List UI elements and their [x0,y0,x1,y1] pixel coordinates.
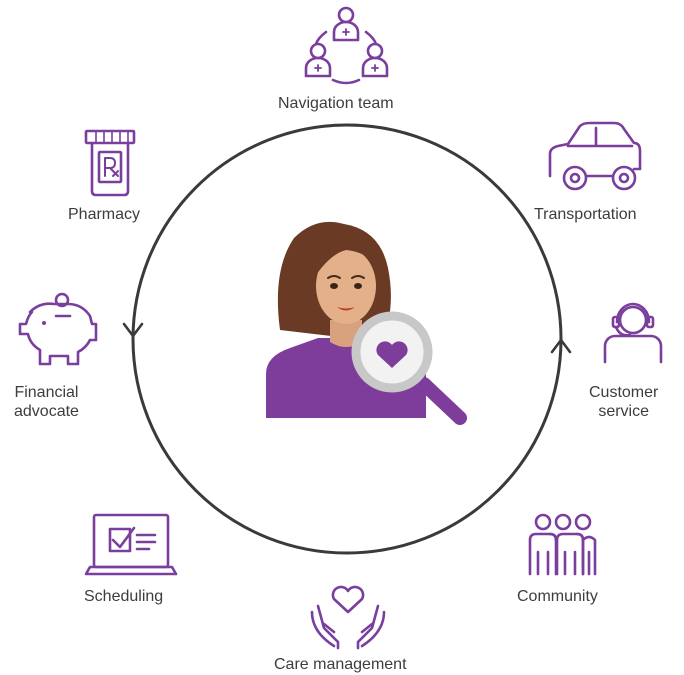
headset-agent-icon [603,302,663,364]
laptop-checklist-icon [84,513,178,576]
team-icon [304,6,389,85]
patient-with-magnifier-icon [266,221,467,425]
label-transportation: Transportation [534,206,637,223]
label-financial-advocate-line2: advocate [14,403,79,420]
label-scheduling: Scheduling [84,588,164,605]
label-pharmacy: Pharmacy [68,206,141,223]
car-icon [548,121,642,191]
hands-heart-icon [310,585,386,650]
label-customer-service-line2: service [598,403,650,420]
label-financial-advocate-line1: Financial [14,384,79,401]
piggy-bank-icon [18,292,98,366]
rx-bottle-icon [84,129,136,197]
people-group-icon [528,513,597,576]
cycle-arrow-right-icon [550,337,572,354]
label-customer-service-line1: Customer [589,384,659,401]
label-community: Community [517,588,598,605]
label-financial-advocate: Financial advocate [14,383,79,421]
label-care-management: Care management [274,656,407,673]
label-navigation-team: Navigation team [278,95,394,112]
label-customer-service: Customer service [589,383,658,421]
cycle-arrow-left-icon [122,322,144,339]
